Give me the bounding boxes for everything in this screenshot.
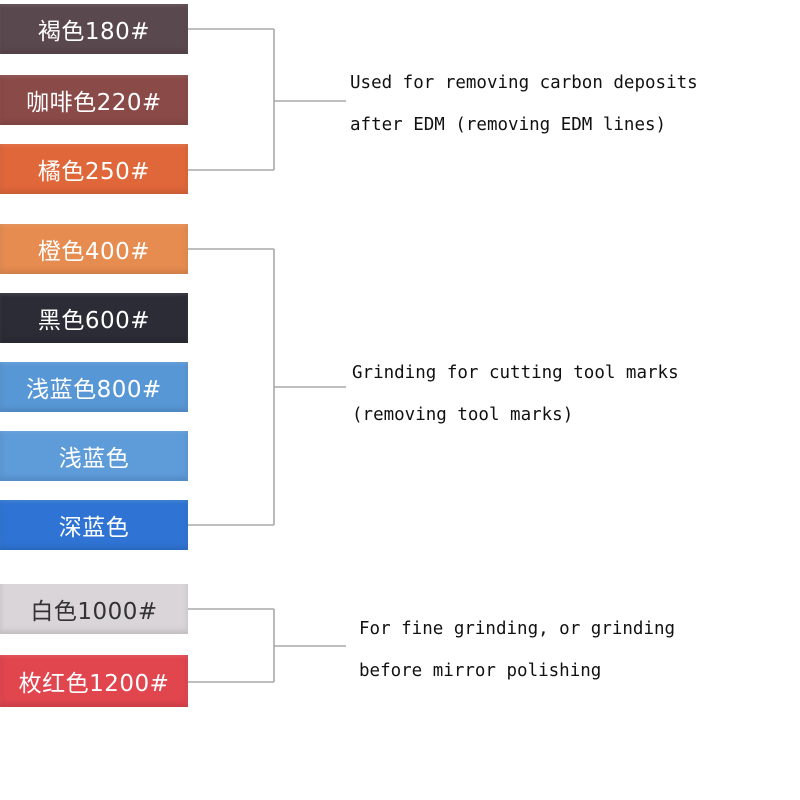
grit-bar-light-blue-800: 浅蓝色800# [0,362,188,412]
group-3-description: For fine grinding, or grinding before mi… [359,608,675,692]
group-1-line-2: after EDM (removing EDM lines) [350,115,667,135]
group-2-description: Grinding for cutting tool marks (removin… [352,352,679,436]
grit-bar-white-1000: 白色1000# [0,584,188,634]
grit-bar-dark-blue: 深蓝色 [0,500,188,550]
grit-bar-light-blue: 浅蓝色 [0,431,188,481]
group-1-description: Used for removing carbon deposits after … [350,62,698,146]
group-2-line-2: (removing tool marks) [352,405,574,425]
group-3-line-2: before mirror polishing [359,661,602,681]
group-3-line-1: For fine grinding, or grinding [359,619,676,639]
grit-bar-rose-red-1200: 枚红色1200# [0,655,188,707]
group-1-line-1: Used for removing carbon deposits [350,73,698,93]
grit-bar-orange-400: 橙色400# [0,224,188,274]
grit-bar-brown-180: 褐色180# [0,4,188,54]
grit-bar-black-600: 黑色600# [0,293,188,343]
grit-bar-coffee-220: 咖啡色220# [0,75,188,125]
grit-bar-orange-250: 橘色250# [0,144,188,194]
group-2-line-1: Grinding for cutting tool marks [352,363,679,383]
